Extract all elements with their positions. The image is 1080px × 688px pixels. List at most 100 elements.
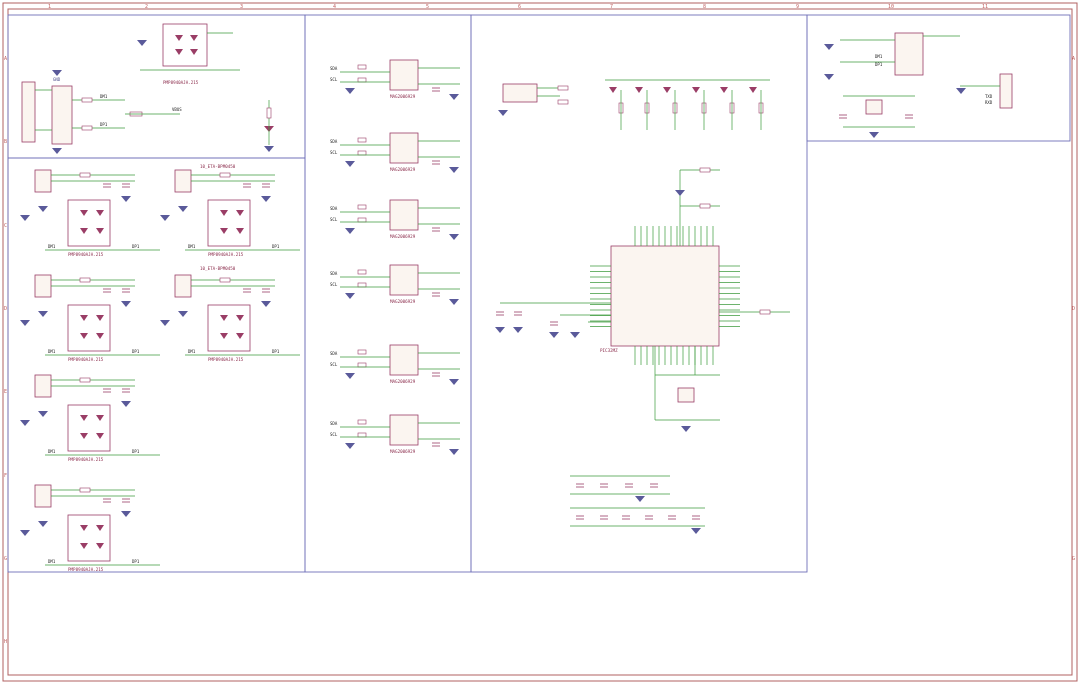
uart-dp-label: DP1	[875, 62, 883, 67]
usb-bridge-rectifier	[162, 23, 208, 67]
bridge-dm-label: DM1	[188, 244, 196, 249]
diode-icon	[80, 315, 88, 321]
driver-chip	[174, 169, 192, 193]
gnd-symbol	[549, 332, 559, 338]
sensor-resistor	[357, 217, 367, 223]
coord-side-g-right: G	[1072, 556, 1075, 562]
gnd-symbol	[160, 320, 170, 326]
diode-icon	[236, 228, 244, 234]
mcu-part-label: PIC32MZ	[600, 348, 618, 353]
sensor-resistor	[357, 282, 367, 288]
diode-icon	[96, 433, 104, 439]
driver-chip	[34, 169, 52, 193]
diode-icon	[96, 315, 104, 321]
uart-header	[999, 73, 1013, 109]
usb-resistor-1	[81, 97, 93, 103]
uart-crystal	[865, 99, 883, 115]
mcu-chip	[610, 245, 720, 347]
bridge-part-label: PMP8940AJA.215	[68, 567, 104, 572]
sensor-resistor	[357, 362, 367, 368]
gnd-symbol	[824, 44, 834, 50]
bridge-rectifier	[207, 199, 251, 247]
coord-side-d: D	[4, 306, 7, 312]
bridge-dm-label: DM1	[48, 559, 56, 564]
driver-resistor	[79, 487, 91, 493]
led-icon	[720, 87, 728, 93]
bridge-rectifier	[67, 304, 111, 352]
reset-resistor	[699, 203, 711, 209]
led-icon	[663, 87, 671, 93]
sensor-scl-label: SCL	[330, 362, 338, 367]
sensor-sda-label: SDA	[330, 206, 338, 211]
bridge-rectifier	[207, 304, 251, 352]
sensor-chip	[389, 344, 419, 376]
diode-icon	[96, 525, 104, 531]
diode-icon	[80, 543, 88, 549]
gnd-symbol	[495, 327, 505, 333]
bridge-dm-label: DM1	[48, 349, 56, 354]
gnd-symbol	[38, 411, 48, 417]
bridge-rectifier	[67, 404, 111, 452]
gnd-symbol	[345, 443, 355, 449]
gnd-symbol	[38, 311, 48, 317]
gnd-symbol	[52, 70, 62, 76]
reset-resistor	[699, 167, 711, 173]
sensor-sda-label: SDA	[330, 66, 338, 71]
coord-top-7: 7	[610, 4, 613, 10]
diode-icon	[236, 315, 244, 321]
gnd-symbol	[20, 420, 30, 426]
bridge-part-label: PMP8940AJA.215	[208, 252, 244, 257]
bridge-dp-label: DP1	[132, 244, 140, 249]
coord-top-2: 2	[145, 4, 148, 10]
bridge-part-label: PMP8940AJA.215	[68, 457, 104, 462]
sensor-scl-label: SCL	[330, 217, 338, 222]
driver-chip	[34, 274, 52, 298]
bridge-dm-label: DM1	[188, 349, 196, 354]
sensor-part-label: MAG2006929	[390, 449, 416, 454]
gnd-symbol	[449, 449, 459, 455]
zone-mcu	[470, 14, 808, 573]
zone-uart	[806, 14, 1071, 142]
diode-icon	[96, 415, 104, 421]
sensor-sda-label: SDA	[330, 351, 338, 356]
usb-resistor-2	[81, 125, 93, 131]
bridge-dm-label: DM1	[48, 244, 56, 249]
diode-icon	[220, 210, 228, 216]
bridge-part-label: PMP8940AJA.215	[68, 252, 104, 257]
gnd-symbol	[178, 311, 188, 317]
gnd-symbol	[121, 511, 131, 517]
diode-icon	[220, 315, 228, 321]
usb-vbus-label: VBUS	[172, 107, 182, 112]
gnd-symbol	[52, 148, 62, 154]
diode-icon	[80, 433, 88, 439]
diode-icon	[236, 333, 244, 339]
zone-sensors	[304, 14, 472, 573]
sensor-resistor	[357, 349, 367, 355]
gnd-symbol	[675, 190, 685, 196]
sensor-column: MAG2006929SDASCLMAG2006929SDASCLMAG20069…	[330, 59, 460, 455]
usb-bridge-part: PMP8940AJA.215	[163, 80, 199, 85]
diode-icon	[236, 210, 244, 216]
coord-side-e: E	[4, 389, 7, 395]
gnd-symbol	[261, 301, 271, 307]
sensor-chip	[389, 59, 419, 91]
gnd-symbol	[345, 293, 355, 299]
led-icon	[749, 87, 757, 93]
gnd-symbol	[160, 215, 170, 221]
coord-top-4: 4	[333, 4, 336, 10]
top-coordinates: 1 2 3 4 5 6 7 8 9 10 11	[48, 4, 988, 10]
coord-top-9: 9	[796, 4, 799, 10]
bridge-rectifier	[67, 514, 111, 562]
diode-icon	[220, 228, 228, 234]
diode-icon	[220, 333, 228, 339]
coord-top-11: 11	[982, 4, 988, 10]
coord-top-1: 1	[48, 4, 51, 10]
coord-side-b: B	[4, 139, 7, 145]
gnd-symbol	[264, 146, 274, 152]
driver-part-label: 10_ETA-BPM0450	[200, 164, 236, 169]
sensor-scl-label: SCL	[330, 150, 338, 155]
